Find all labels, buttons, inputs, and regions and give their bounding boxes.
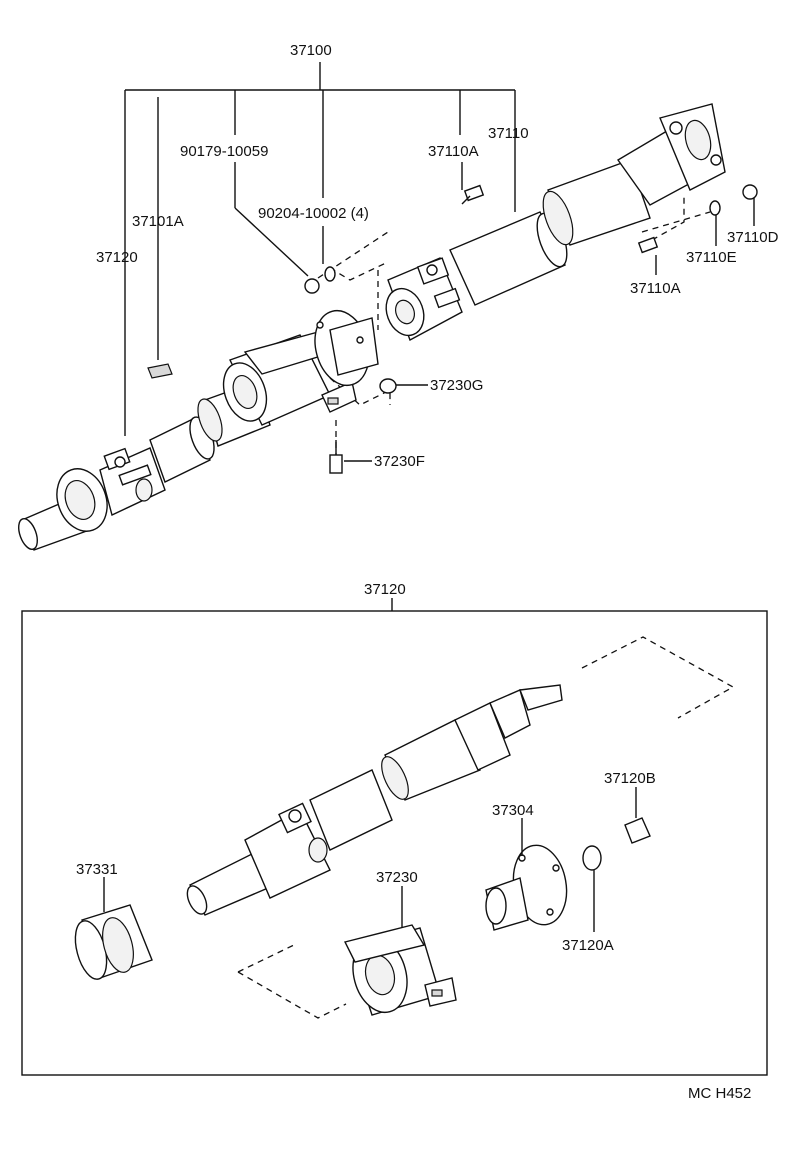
detail-part-37120a — [582, 845, 602, 871]
label-37331: 37331 — [76, 861, 118, 878]
rear-tube — [449, 159, 651, 306]
label-90204-10002: 90204-10002 (4) — [258, 205, 369, 222]
front-slip-yoke — [18, 468, 108, 551]
label-37230f: 37230F — [374, 453, 425, 470]
detail-universal-joint — [244, 769, 393, 899]
label-37110: 37110 — [488, 125, 529, 142]
front-universal-joint — [99, 447, 166, 516]
detail-title-37120: 37120 — [364, 581, 406, 598]
center-bearing — [222, 331, 357, 426]
center-flange — [314, 309, 379, 387]
label-37120-left: 37120 — [96, 249, 138, 266]
label-37120a: 37120A — [562, 937, 614, 954]
figure-code: MC H452 — [688, 1085, 751, 1102]
label-37304: 37304 — [492, 802, 534, 819]
label-37110a-top: 37110A — [428, 143, 479, 160]
detail-shaft-drawing — [74, 636, 735, 1019]
detail-leader-lines — [103, 787, 637, 932]
label-37120b: 37120B — [604, 770, 656, 787]
label-90179-10059: 90179-10059 — [180, 143, 268, 160]
detail-part-37230 — [343, 924, 457, 1016]
label-37110d: 37110D — [727, 229, 779, 246]
top-dashed-guides — [317, 196, 711, 455]
label-37110e: 37110E — [686, 249, 737, 266]
label-37101a: 37101A — [132, 213, 184, 230]
detail-part-labels: 37120B 37304 37331 37230 37120A — [76, 770, 656, 954]
rear-flange-yoke — [616, 103, 726, 206]
detail-part-37304 — [485, 844, 568, 931]
label-37100: 37100 — [290, 42, 332, 59]
top-part-labels: 37100 90179-10059 37110A 37110 37101A 90… — [96, 42, 779, 470]
detail-box-37120: 37120 — [21, 581, 768, 1076]
rear-universal-joint — [385, 257, 463, 341]
top-propeller-shaft-drawing — [18, 103, 758, 551]
detail-middle-tube — [381, 684, 563, 801]
label-37110a-right: 37110A — [630, 280, 681, 297]
top-fasteners — [147, 184, 758, 474]
detail-part-37120b — [624, 817, 651, 844]
detail-part-37331 — [74, 904, 153, 980]
label-37230g: 37230G — [430, 377, 483, 394]
label-37230: 37230 — [376, 869, 418, 886]
top-leader-lines — [124, 62, 755, 462]
